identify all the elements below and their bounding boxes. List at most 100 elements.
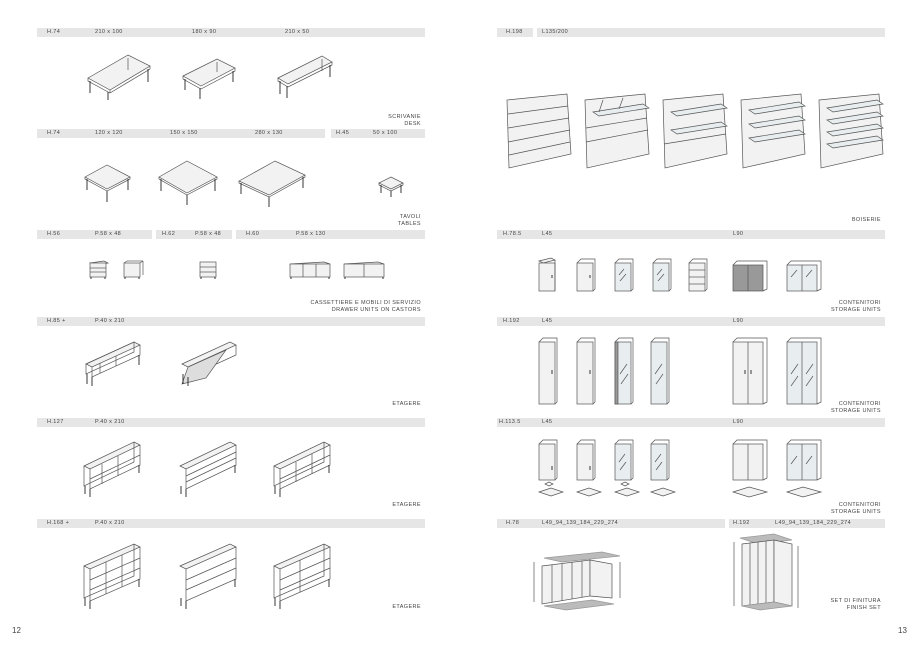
table-150x150-drawing [158, 160, 218, 205]
table-120x120-drawing [84, 164, 131, 202]
caption-it: SET DI FINITURA [830, 598, 881, 604]
dimension-label: L49_94_139_184_229_274 [775, 520, 852, 526]
dimension-label: 150 x 150 [170, 130, 198, 136]
page-number: 13 [898, 626, 907, 635]
row-header-drawers-b [156, 230, 232, 239]
sideboard-open-drawing [343, 261, 385, 279]
storage-wall-glass-drawing [613, 439, 641, 497]
section-caption: TAVOLI TABLES [398, 214, 421, 227]
row-header-storage-113 [497, 418, 885, 427]
dimension-label: L90 [733, 419, 744, 425]
storage-low-glass-2-drawing [652, 258, 672, 292]
etagere-tall-open-drawing [83, 543, 141, 609]
storage-tall-glass-2-drawing [650, 337, 670, 405]
boiserie-illustrations [506, 93, 884, 169]
etagere-tall-mixed-drawing [273, 543, 331, 609]
caption-it: ETAGERE [392, 604, 421, 610]
height-label: H.198 [506, 29, 523, 35]
storage-wall-glass-2-drawing [649, 439, 677, 497]
caption-en: DESK [404, 120, 421, 127]
caption-it: CONTENITORI [838, 401, 881, 407]
etagere-mid-open-drawing [83, 441, 141, 497]
boiserie-shelf-4-drawing [818, 93, 884, 169]
height-label: H.127 [47, 419, 64, 425]
storage-low-wood-2-drawing [576, 258, 596, 292]
table-illustrations [84, 160, 404, 207]
storage-tall-illustrations [538, 337, 822, 405]
dimension-label: P.58 x 130 [296, 231, 326, 237]
caption-it: CONTENITORI [838, 300, 881, 306]
section-caption: ETAGERE [392, 604, 421, 611]
storage-low-wood-drawing [537, 257, 557, 292]
caption-it: ETAGERE [392, 502, 421, 508]
storage-low-glass-drawing [614, 258, 634, 292]
desk-210x100-drawing [87, 54, 151, 100]
etagere-mid-illustrations [83, 441, 331, 497]
height-label: H.56 [47, 231, 61, 237]
storage-low-drawers-drawing [688, 258, 708, 292]
dimension-label: P.58 x 48 [95, 231, 122, 237]
caption-en: STORAGE UNITS [830, 306, 881, 313]
etagere-mid-closed-drawing [179, 441, 237, 497]
section-caption: SCRIVANIE DESK [388, 114, 421, 127]
section-caption: ETAGERE [392, 401, 421, 408]
caption-it: CASSETTIERE E MOBILI DI SERVIZIO [310, 300, 421, 306]
row-header-boiserie-b [537, 28, 885, 37]
dimension-label: L90 [733, 318, 744, 324]
dimension-label: L45 [542, 419, 553, 425]
height-label: H.78 [506, 520, 520, 526]
dimension-label: 120 x 120 [95, 130, 123, 136]
drawer-unit-tall-drawing [199, 261, 217, 279]
height-label: H.62 [162, 231, 176, 237]
row-header-drawers-a [37, 230, 152, 239]
row-header-storage-78 [497, 230, 885, 239]
height-label: H.192 [503, 318, 520, 324]
height-label: H.60 [246, 231, 260, 237]
section-caption: ETAGERE [392, 502, 421, 509]
caption-en: TABLES [397, 220, 421, 227]
row-header-tables-low [331, 129, 425, 138]
dimension-label: 50 x 100 [373, 130, 398, 136]
dimension-label: 180 x 90 [192, 29, 217, 35]
row-header-tables [37, 129, 325, 138]
section-caption: CONTENITORI STORAGE UNITS [831, 401, 881, 414]
finish-set-low-drawing [533, 551, 621, 611]
storage-low-illustrations [537, 257, 822, 292]
etagere-low-open-drawing [85, 341, 141, 386]
finish-set-illustrations [533, 533, 799, 611]
caption-en: STORAGE UNITS [830, 407, 881, 414]
storage-wall-wide-wood-drawing [731, 439, 769, 498]
storage-wall-wide-glass-drawing [785, 439, 823, 498]
storage-wall-wood-drawing [537, 439, 565, 497]
boiserie-shelf-3-drawing [740, 93, 806, 169]
row-header-drawers-c [236, 230, 425, 239]
boiserie-shelf-1-drawing [584, 93, 650, 169]
storage-wall-wood-2-drawing [575, 439, 603, 497]
height-label: H.113.5 [499, 419, 521, 425]
desk-180x90-drawing [182, 58, 236, 99]
height-label: H.45 [336, 130, 350, 136]
desk-210x50-drawing [277, 55, 333, 98]
dimension-label: P.40 x 210 [95, 520, 125, 526]
height-label: H.168 + [47, 520, 70, 526]
storage-tall-wide-wood-drawing [732, 337, 768, 405]
height-label: H.192 [733, 520, 750, 526]
section-caption: BOISERIE [852, 217, 881, 224]
row-header-etagere-85 [37, 317, 425, 326]
dimension-label: L49_94_139_184_229_274 [542, 520, 619, 526]
dimension-label: 210 x 100 [95, 29, 123, 35]
boiserie-plain-drawing [506, 93, 572, 169]
sideboard-drawing [289, 261, 331, 279]
caption-en: STORAGE UNITS [830, 508, 881, 515]
low-table-50x100-drawing [378, 176, 404, 197]
section-caption: CONTENITORI STORAGE UNITS [831, 300, 881, 313]
row-header-storage-192 [497, 317, 885, 326]
table-280x130-drawing [238, 160, 306, 207]
dimension-label: 280 x 130 [255, 130, 283, 136]
dimension-label: 210 x 50 [285, 29, 310, 35]
storage-low-wide-glass-drawing [786, 260, 822, 292]
storage-tall-wide-glass-drawing [786, 337, 822, 405]
caption-it: SCRIVANIE [388, 114, 421, 120]
height-label: H.74 [47, 130, 61, 136]
dimension-label: L45 [542, 318, 553, 324]
